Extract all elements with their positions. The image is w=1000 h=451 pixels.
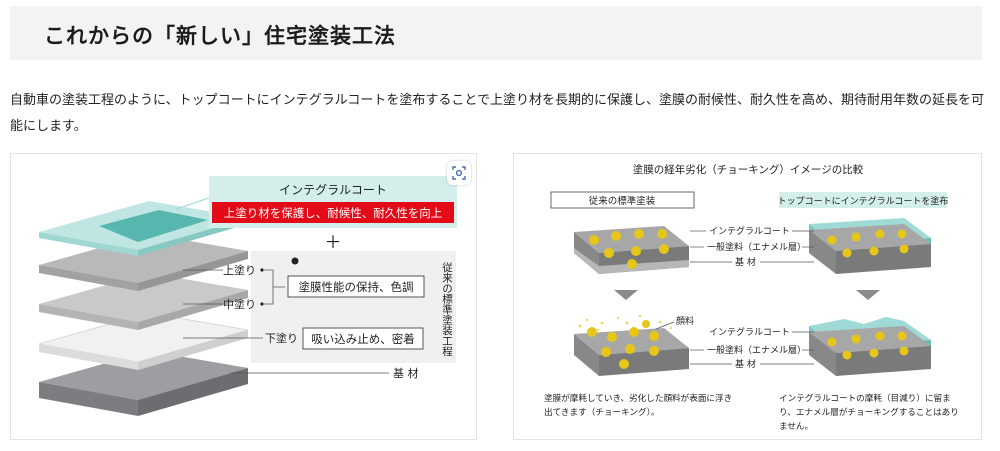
conventional-header: 従来の標準塗装: [589, 195, 656, 207]
midcoat-layer: [39, 273, 248, 330]
down-arrow-left: [614, 290, 638, 300]
conventional-process-vertical: 従来の標準塗装工程: [441, 261, 453, 356]
integral-effect-text: 上塗り材を保護し、耐候性、耐久性を向上: [224, 206, 443, 220]
integral-header: トップコートにインテグラルコートを塗布: [778, 195, 949, 207]
label-general-top: 一般塗料（エナメル層）: [707, 241, 806, 253]
lead-paragraph: 自動車の塗装工程のように、トップコートにインテグラルコートを塗布することで上塗り…: [10, 93, 984, 134]
pigment-dots-top-right: [827, 229, 909, 258]
block-integral-aged: [809, 317, 931, 376]
comparison-title: 塗膜の経年劣化（チョーキング）イメージの比較: [633, 163, 864, 176]
layer-structure-diagram: インテグラルコート 上塗り材を保護し、耐候性、耐久性を向上 ＋ 上塗り 中塗り …: [38, 176, 457, 416]
label-pigment: 顔料: [676, 315, 694, 327]
label-integral-bottom: インテグラルコート: [709, 326, 790, 338]
top-mid-role-text: 塗膜性能の保持、色調: [299, 280, 414, 294]
pigment-dots-top-left: [589, 229, 669, 269]
label-base-bottom: 基 材: [735, 358, 756, 370]
label-general-bottom: 一般塗料（エナメル層）: [707, 344, 806, 356]
top-mid-role-box: [287, 275, 425, 298]
chalking-comparison-diagram: 塗膜の経年劣化（チョーキング）イメージの比較 従来の標準塗装 トップコートにイン…: [544, 163, 959, 432]
undercoat-layer: [38, 312, 249, 370]
down-arrow-right: [856, 290, 880, 300]
undercoat-label: 下塗り: [265, 331, 298, 345]
caption-right-wrap: インテグラルコートの摩耗（目減り）に留まり、エナメル層がチョーキングすることはあ…: [779, 394, 959, 432]
chalk-particles: [578, 314, 673, 332]
topcoat-layer: [39, 234, 248, 291]
pigment-dots-bottom-left: [587, 320, 659, 369]
pigment-dots-bottom-right: [827, 331, 909, 360]
lens-search-icon: [452, 166, 466, 180]
integral-effect-box: [212, 202, 454, 223]
label-integral-top: インテグラルコート: [709, 225, 790, 237]
caption-right: インテグラルコートの摩耗（目減り）に留まり、エナメル層がチョーキングすることはあ…: [779, 394, 959, 432]
label-base-top: 基 材: [735, 256, 756, 268]
base-layer: [39, 351, 248, 416]
title-band: これからの「新しい」住宅塗装工法: [10, 6, 982, 60]
bullet-dot: [291, 257, 299, 265]
topcoat-label: 上塗り: [223, 263, 256, 277]
layer-structure-figure: インテグラルコート 上塗り材を保護し、耐候性、耐久性を向上 ＋ 上塗り 中塗り …: [10, 153, 477, 440]
page-title: これからの「新しい」住宅塗装工法: [44, 23, 396, 48]
integral-header-box: [779, 192, 947, 208]
block-integral-new: [809, 218, 931, 274]
under-role-box: [302, 327, 424, 350]
under-role-text: 吸い込み止め、密着: [311, 332, 415, 346]
integral-coat-label: インテグラルコート: [279, 183, 387, 197]
caption-left: 塗膜が摩耗していき、劣化した顔料が表面に浮き出てきます（チョーキング）。: [544, 394, 733, 418]
conventional-header-box: [550, 191, 695, 209]
chalking-comparison-figure: 塗膜の経年劣化（チョーキング）イメージの比較 従来の標準塗装 トップコートにイン…: [513, 153, 982, 440]
caption-left-wrap: 塗膜が摩耗していき、劣化した顔料が表面に浮き出てきます（チョーキング）。: [544, 394, 733, 418]
midcoat-label: 中塗り: [223, 297, 256, 311]
base-label: 基 材: [393, 366, 419, 380]
zoom-button[interactable]: [447, 161, 471, 185]
plus-sign: ＋: [325, 233, 342, 253]
